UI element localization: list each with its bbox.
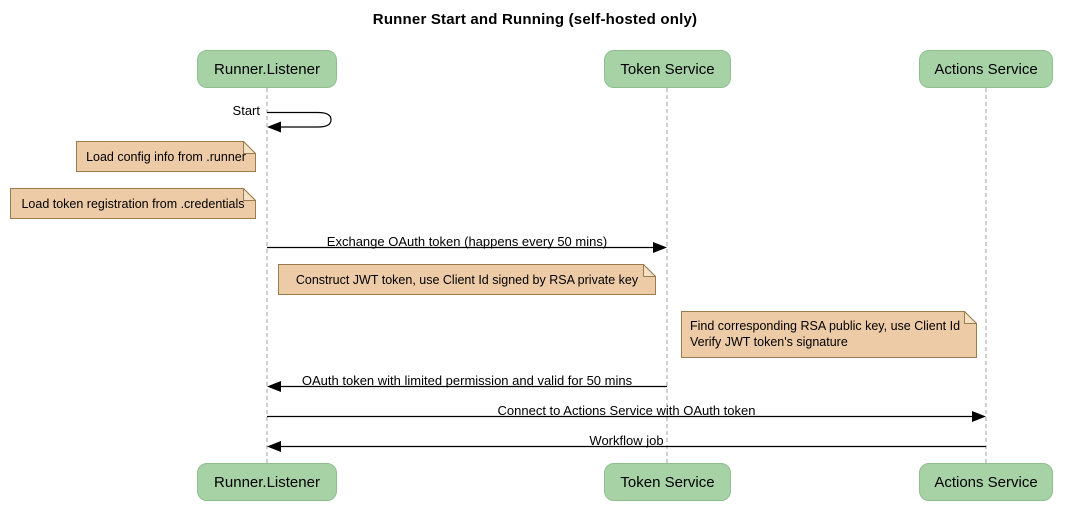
start-self-arrow: [267, 111, 332, 128]
message-label-oauth-return: OAuth token with limited permission and …: [301, 373, 633, 388]
actor-label: Runner.Listener: [214, 473, 320, 491]
message-label-connect-actions: Connect to Actions Service with OAuth to…: [497, 403, 756, 418]
actor-label: Actions Service: [934, 60, 1038, 78]
actor-token-service-bottom: Token Service: [604, 463, 731, 501]
actor-token-service-top: Token Service: [604, 50, 731, 88]
note-text-line2: Verify JWT token's signature: [690, 335, 848, 349]
connect-actions-arrowhead-icon: [972, 411, 986, 422]
note-text: Find corresponding RSA public key, use C…: [681, 311, 977, 350]
oauth-return-arrowhead-icon: [267, 381, 281, 392]
note-shape: [10, 188, 256, 219]
note-fold-corner-icon: [243, 141, 256, 154]
note-shape: [278, 264, 656, 295]
start-self-arrowhead-icon: [267, 121, 281, 133]
note-load-token-registration: Load token registration from .credential…: [10, 188, 256, 219]
exchange-oauth-arrowhead-icon: [653, 242, 667, 253]
actor-runner-listener-bottom: Runner.Listener: [197, 463, 337, 501]
actor-label: Token Service: [620, 473, 715, 491]
message-label-workflow-job: Workflow job: [589, 433, 664, 448]
note-shape: [76, 141, 256, 172]
note-fold-corner-icon: [964, 311, 977, 324]
note-fold-corner-icon: [643, 264, 656, 277]
actor-label: Runner.Listener: [214, 60, 320, 78]
note-verify-jwt: Find corresponding RSA public key, use C…: [681, 311, 977, 358]
actor-runner-listener-top: Runner.Listener: [197, 50, 337, 88]
actor-label: Actions Service: [934, 473, 1038, 491]
note-fold-corner-icon: [243, 188, 256, 201]
note-shape: [681, 311, 977, 358]
note-text: Load config info from .runner: [86, 149, 246, 164]
note-text: Construct JWT token, use Client Id signe…: [295, 272, 639, 287]
note-text-line1: Find corresponding RSA public key, use C…: [690, 319, 961, 333]
actor-label: Token Service: [620, 60, 715, 78]
actor-actions-service-top: Actions Service: [919, 50, 1053, 88]
workflow-job-arrowhead-icon: [267, 441, 281, 452]
diagram-title: Runner Start and Running (self-hosted on…: [372, 11, 698, 28]
message-label-exchange-oauth: Exchange OAuth token (happens every 50 m…: [326, 234, 608, 249]
message-label-start: Start: [232, 103, 260, 118]
actor-actions-service-bottom: Actions Service: [919, 463, 1053, 501]
note-text: Load token registration from .credential…: [21, 196, 245, 211]
note-construct-jwt: Construct JWT token, use Client Id signe…: [278, 264, 656, 295]
note-load-config: Load config info from .runner: [76, 141, 256, 172]
